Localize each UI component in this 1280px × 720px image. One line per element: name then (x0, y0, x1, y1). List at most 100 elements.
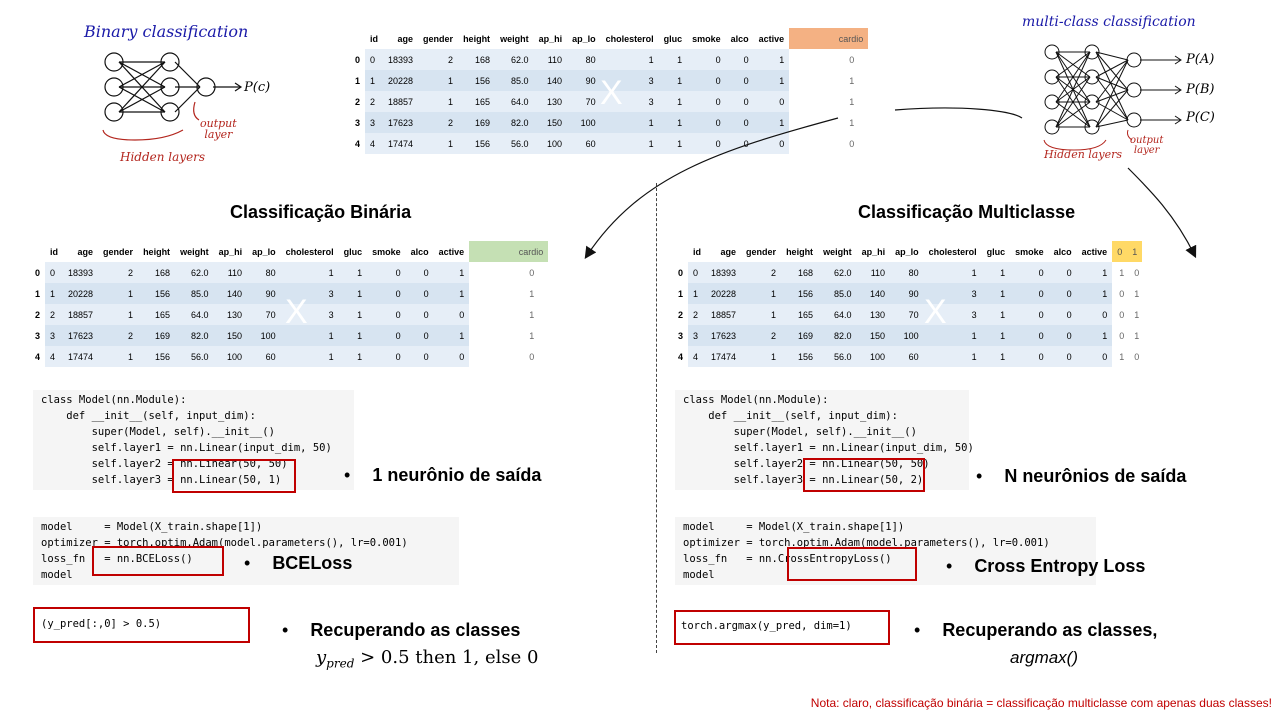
table-cell: 82.0 (175, 325, 214, 346)
table-cell: 0 (687, 91, 726, 112)
table-cell: 80 (247, 262, 281, 283)
table-cell: 1 (658, 70, 688, 91)
table-cell: 1 (433, 262, 470, 283)
table-cell: 0 (688, 262, 707, 283)
binary-bullet-pred: Recuperando as classes (282, 620, 520, 641)
table-cell: 0 (753, 133, 790, 154)
code-line: super(Model, self).__init__() (41, 426, 275, 438)
table-cell: 70 (567, 91, 601, 112)
table-cell: 17474 (706, 346, 742, 367)
table-cell: 1 (1076, 283, 1113, 304)
table-cell: 0 (529, 267, 535, 278)
table-cell: 3 (923, 304, 982, 325)
table-cell: 1 (923, 346, 982, 367)
table-cell: 2 (741, 262, 782, 283)
table-cell: 0 (753, 91, 790, 112)
table-cell: 1 (529, 330, 535, 341)
table-cell: 0 (367, 325, 406, 346)
table-cell: 3 (600, 70, 659, 91)
column-header: gender (746, 246, 777, 257)
table-cell: 156 (458, 70, 496, 91)
table-cell: 140 (213, 283, 248, 304)
table-cell: 1 (418, 70, 459, 91)
table-cell: 1 (529, 288, 535, 299)
binary-pred-code-line: (y_pred[:,0] > 0.5) (41, 618, 162, 630)
table-cell: 80 (890, 262, 924, 283)
binary-bullet-model: 1 neurônio de saída (344, 465, 541, 486)
table-cell: 1 (849, 75, 855, 86)
table-cell: 1 (741, 283, 782, 304)
table-cell: 90 (567, 70, 601, 91)
column-header: weight (180, 246, 209, 257)
table-cell: 1 (365, 70, 384, 91)
table-cell: 85.0 (818, 283, 857, 304)
table-cell: 169 (138, 325, 176, 346)
binary-formula: ypred > 0.5 then 1, else 0 (316, 647, 539, 671)
index-header (30, 241, 45, 262)
table-cell: 1 (1134, 330, 1140, 341)
table-cell: 2 (741, 325, 782, 346)
table-cell: 110 (533, 49, 568, 70)
table-cell: 150 (533, 112, 568, 133)
code-line: self.layer1 = nn.Linear(input_dim, 50) (683, 442, 974, 454)
table-cell: 156 (458, 133, 496, 154)
code-line: model (683, 569, 715, 581)
row-index: 1 (355, 75, 361, 86)
footer-note: Nota: claro, classificação binária = cla… (810, 696, 1272, 710)
table-cell: 2 (98, 262, 139, 283)
table-cell: 1 (600, 133, 659, 154)
column-header: gluc (663, 33, 683, 44)
table-cell: 165 (138, 304, 176, 325)
column-header: cardio (789, 28, 869, 49)
code-line: self.layer3 = nn.Linear(50, 1) (41, 474, 282, 486)
table-cell: 2 (98, 325, 139, 346)
table-cell: 0 (405, 325, 434, 346)
table-cell: 1 (433, 325, 470, 346)
table-cell: 100 (567, 112, 601, 133)
table-cell: 1 (1134, 288, 1140, 299)
column-header: weight (500, 33, 529, 44)
table-cell: 0 (405, 283, 434, 304)
column-header: active (758, 33, 785, 44)
table-cell: 56.0 (495, 133, 534, 154)
table-cell: 1 (338, 283, 368, 304)
table-cell: 1 (418, 133, 459, 154)
table-cell: 64.0 (495, 91, 534, 112)
code-line: def __init__(self, input_dim): (683, 410, 898, 422)
multiclass-pred-code: torch.argmax(y_pred, dim=1) (675, 611, 887, 641)
binary-diagram-title: Binary classification (84, 22, 249, 41)
column-header: active (1081, 246, 1108, 257)
column-header: 0 (1112, 241, 1128, 262)
table-cell: 60 (890, 346, 924, 367)
table-cell: 0 (725, 70, 754, 91)
code-line: self.layer2 = nn.Linear(50, 50) (41, 458, 288, 470)
table-cell: 1 (98, 346, 139, 367)
binary-x-label: X (285, 293, 308, 331)
code-line: def __init__(self, input_dim): (41, 410, 256, 422)
table-cell: 100 (856, 346, 891, 367)
column-header: ap_lo (572, 33, 596, 44)
multiclass-bullet-model: N neurônios de saída (976, 466, 1186, 487)
column-header: active (438, 246, 465, 257)
binary-heading: Classificação Binária (230, 202, 412, 222)
binary-loss-highlight (92, 546, 224, 576)
table-cell: 0 (405, 304, 434, 325)
binary-pred-code: (y_pred[:,0] > 0.5) (33, 608, 249, 640)
table-cell: 130 (213, 304, 248, 325)
table-cell: 62.0 (495, 49, 534, 70)
row-index: 3 (35, 330, 41, 341)
table-cell: 3 (688, 325, 707, 346)
table-cell: 0 (365, 49, 384, 70)
table-cell: 1 (338, 346, 368, 367)
table-cell: 1 (600, 112, 659, 133)
table-cell: 64.0 (818, 304, 857, 325)
top-x-label: X (600, 74, 623, 112)
table-cell: 20228 (63, 283, 99, 304)
